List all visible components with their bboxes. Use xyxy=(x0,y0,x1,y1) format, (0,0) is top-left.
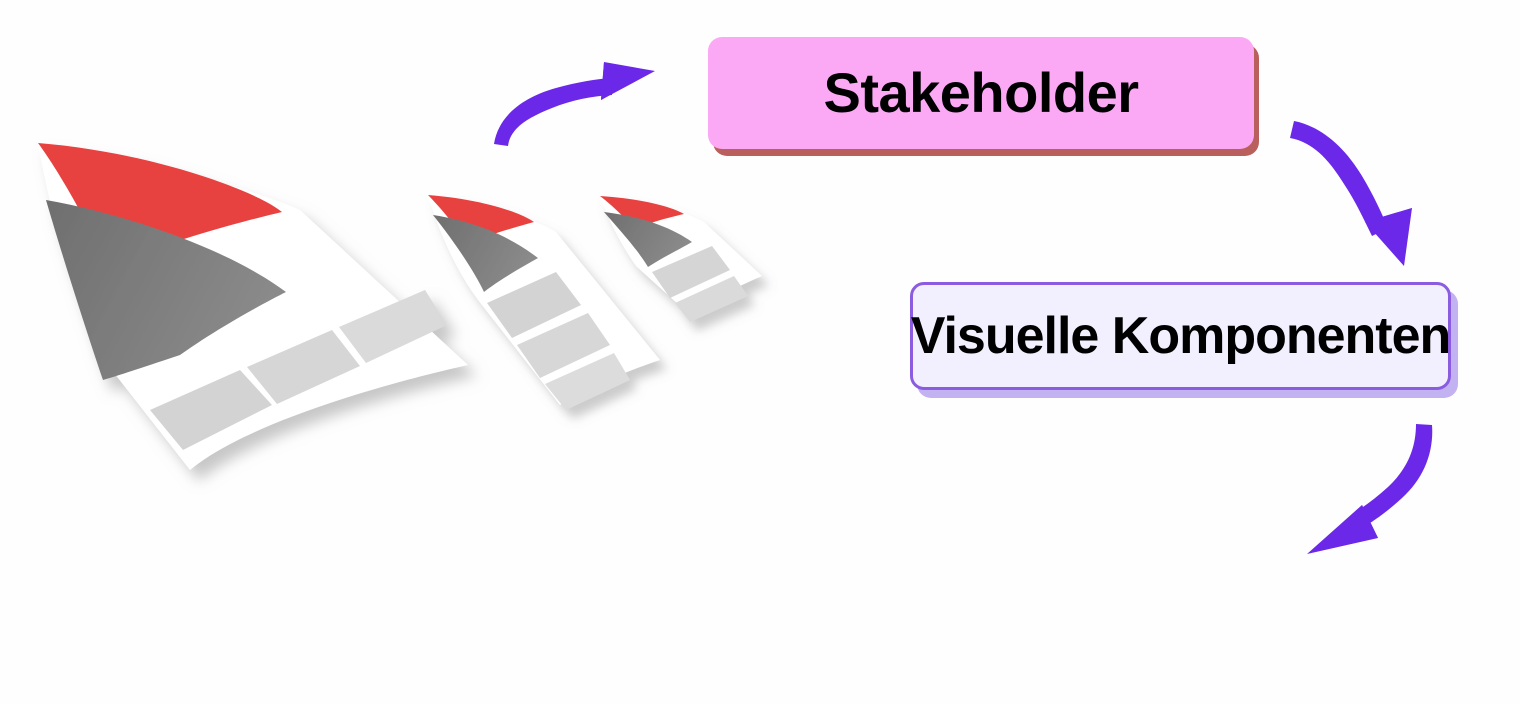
arrow-from-visuelle-icon xyxy=(1307,424,1433,554)
document-small-dark-block xyxy=(604,212,692,267)
document-small-red-band xyxy=(600,196,684,229)
document-small xyxy=(600,196,762,322)
document-large-box-2 xyxy=(247,330,360,404)
document-medium-red-band xyxy=(428,195,534,244)
arrow-to-stakeholder-shaft xyxy=(494,78,612,146)
document-large-box-3 xyxy=(339,290,447,363)
document-large-box-1 xyxy=(150,370,272,450)
document-medium xyxy=(428,195,660,410)
document-medium-box-3 xyxy=(545,353,630,410)
document-large-dark-block xyxy=(46,200,286,380)
arrow-from-visuelle-shaft xyxy=(1352,424,1433,528)
document-medium-dark-block xyxy=(433,215,538,292)
document-large xyxy=(38,143,468,470)
node-visuelle-komponenten-label: Visuelle Komponenten xyxy=(910,307,1452,365)
arrow-to-stakeholder-head-notch xyxy=(601,62,622,100)
arrow-stakeholder-to-visuelle-icon xyxy=(1290,121,1412,266)
arrow-from-visuelle-head-notch xyxy=(1356,505,1378,538)
document-small-box-1 xyxy=(652,246,730,298)
document-medium-box-2 xyxy=(517,313,610,378)
node-visuelle-komponenten[interactable]: Visuelle Komponenten xyxy=(910,282,1451,390)
document-small-box-2 xyxy=(675,276,748,322)
arrow-stakeholder-to-visuelle-shaft xyxy=(1290,121,1388,236)
arrow-to-stakeholder-icon xyxy=(494,62,655,146)
arrow-stakeholder-to-visuelle-head-notch xyxy=(1365,208,1412,229)
node-stakeholder-label: Stakeholder xyxy=(823,61,1139,124)
node-stakeholder[interactable]: Stakeholder xyxy=(708,37,1254,149)
document-medium-box-1 xyxy=(487,272,581,338)
